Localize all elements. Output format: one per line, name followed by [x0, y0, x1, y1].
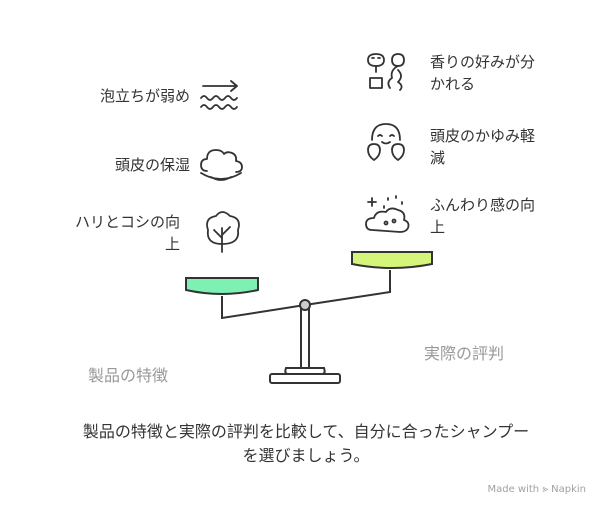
right-item-2-label-line1: 頭皮のかゆみ軽: [430, 127, 536, 145]
caption-line-2: を選びましょう。: [242, 446, 370, 465]
right-title: 実際の評判: [424, 344, 505, 363]
footer-credit: Made with ⪢ Napkin: [487, 484, 586, 495]
right-item-3-label-line2: 上: [430, 218, 446, 236]
foam-waves-icon: [197, 76, 245, 116]
right-item-2-label-line2: 減: [430, 149, 446, 167]
caption: 製品の特徴と実際の評判を比較して、自分に合ったシャンプー を選びましょう。: [0, 420, 612, 468]
caption-line-1: 製品の特徴と実際の評判を比較して、自分に合ったシャンプー: [82, 422, 530, 441]
scale-pole: [300, 307, 310, 369]
left-item-2-label: 頭皮の保湿: [114, 156, 190, 174]
left-title: 製品の特徴: [88, 366, 169, 385]
left-item-3-label-line1: ハリとコシの向: [74, 213, 180, 231]
scale-base: [269, 373, 341, 384]
right-pan: [351, 251, 433, 269]
sparkle-cloud-icon: [362, 192, 412, 238]
relief-face-icon: [362, 118, 410, 166]
right-item-1-label-line2: かれる: [430, 75, 476, 93]
right-item-3-label-line1: ふんわり感の向: [430, 196, 536, 214]
scale-pivot: [299, 299, 311, 311]
left-item-3-label-line2: 上: [164, 235, 180, 253]
left-item-1-label: 泡立ちが弱め: [99, 87, 190, 105]
tree-icon: [200, 208, 244, 256]
scent-preference-icon: [362, 50, 410, 94]
cloud-moisture-icon: [197, 143, 245, 187]
left-pan: [185, 277, 259, 295]
right-item-1-label-line1: 香りの好みが分: [430, 53, 536, 71]
